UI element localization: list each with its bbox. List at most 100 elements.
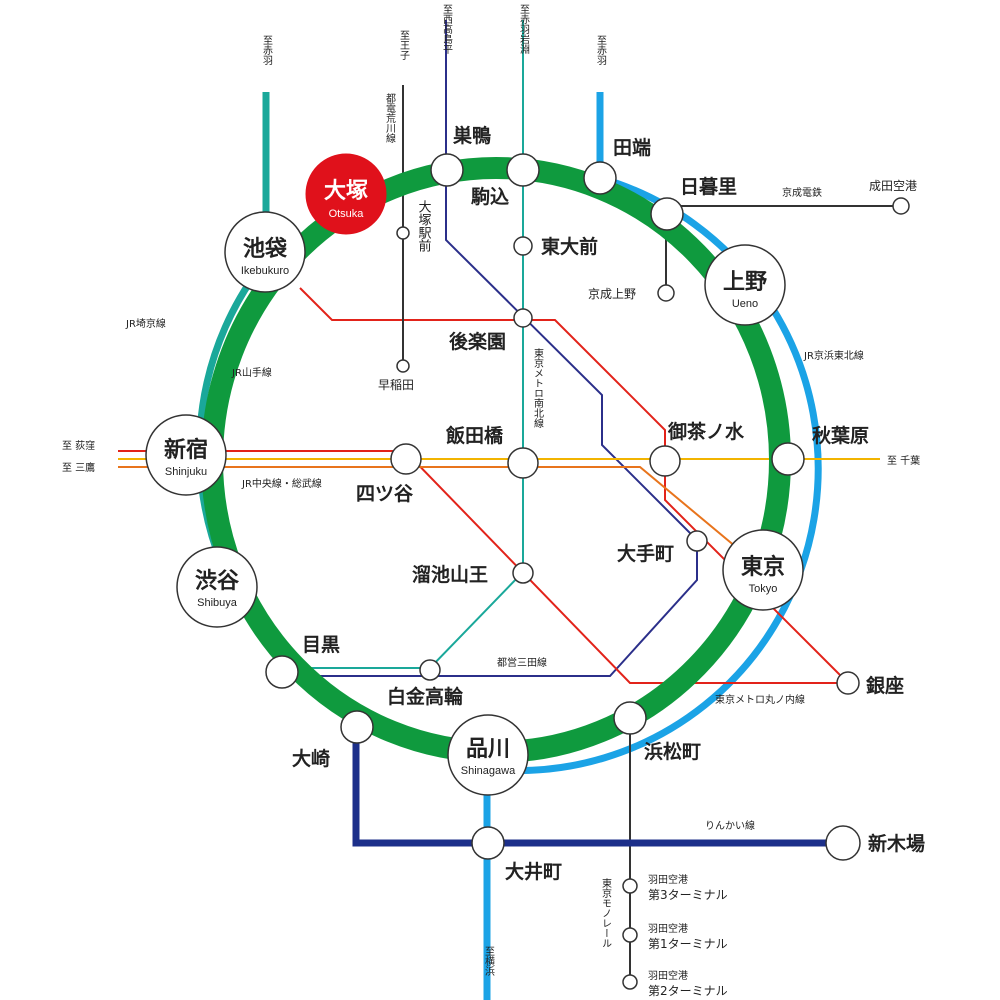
station-ginza-marker[interactable] [836,671,860,695]
label-meguro: 目黒 [302,634,340,656]
station-shinkiba-marker[interactable] [825,825,861,861]
label-yotsuya: 四ツ谷 [356,483,414,505]
hub-shinagawa-jp: 品川 [466,737,510,762]
dest-akabane-keihin: 至赤羽 [595,35,607,65]
mita-line [282,20,698,677]
label-oimachi: 大井町 [505,860,562,883]
hub-ikebukuro-en: Ikebukuro [241,265,289,277]
station-otsukaekimae-marker[interactable] [396,226,410,240]
label-haneda3-a: 羽田空港 [648,873,688,886]
label-ochanomizu: 御茶ノ水 [667,420,745,443]
label-mita-line: 都営三田線 [497,656,547,669]
station-tabata-marker[interactable] [583,161,617,195]
station-haneda3-marker[interactable] [622,878,638,894]
label-hamamatsucho: 浜松町 [644,740,701,763]
hub-tokyo-en: Tokyo [749,583,778,595]
hub-ueno-jp: 上野 [723,270,767,295]
station-oimachi-marker[interactable] [471,826,505,860]
station-keiseiueno-marker[interactable] [657,284,675,302]
station-korakuen-marker[interactable] [513,308,533,328]
label-shirokane: 白金高輪 [387,685,464,708]
label-haneda1-b: 第1ターミナル [648,937,728,951]
label-ginza: 銀座 [866,674,904,697]
dest-yokohama: 至横浜 [483,946,495,977]
label-haneda2-b: 第2ターミナル [648,984,728,998]
label-tabata: 田端 [613,136,651,159]
label-akihabara: 秋葉原 [812,424,869,447]
hub-ueno[interactable] [704,244,786,326]
station-meguro-marker[interactable] [265,655,299,689]
station-todaimae-marker[interactable] [513,236,533,256]
label-rinkai-line: りんかい線 [705,819,755,832]
label-saikyo-line: JR埼京線 [125,317,166,330]
station-iidabashi-marker[interactable] [507,447,539,479]
hub-shibuya-jp: 渋谷 [195,568,240,594]
hub-ikebukuro-jp: 池袋 [243,236,288,262]
station-haneda1-marker[interactable] [622,927,638,943]
label-waseda: 早稲田 [378,378,414,392]
label-marunouchi-line: 東京メトロ丸ノ内線 [715,693,805,706]
keihin-tohoku-line [483,92,822,1000]
label-chiba: 至 千葉 [887,454,920,467]
station-waseda-marker[interactable] [396,359,410,373]
station-yotsuya-marker[interactable] [390,443,422,475]
station-osaki-marker[interactable] [340,710,374,744]
hub-shibuya[interactable] [176,546,258,628]
dest-akabane-saikyo: 至赤羽 [261,35,273,65]
dest-oji: 至王子 [398,30,410,60]
label-korakuen: 後楽園 [449,330,506,353]
namboku-line [290,20,524,669]
label-namboku-line: 東京メトロ南北線 [532,347,544,428]
label-keisei-line: 京成電鉄 [782,186,822,199]
station-hamamatsucho-marker[interactable] [613,701,647,735]
hub-shinjuku-en: Shinjuku [165,466,207,478]
hub-shinagawa[interactable] [447,714,529,796]
label-chuo-sobu-line: JR中央線・総武線 [241,477,322,490]
label-ogikubo: 至 荻窪 [62,439,95,452]
hub-otsuka-en: Otsuka [329,208,365,220]
chuo-rapid-line [118,466,761,568]
hub-otsuka[interactable] [305,153,387,235]
label-nippori: 日暮里 [680,176,737,198]
label-keihin-line: JR京浜東北線 [803,349,864,362]
label-todaimae: 東大前 [541,235,598,258]
station-nippori-marker[interactable] [650,197,684,231]
label-haneda2-a: 羽田空港 [648,969,688,982]
label-narita: 成田空港 [869,179,917,193]
label-mitaka: 至 三鷹 [62,461,95,474]
station-shirokane-marker[interactable] [419,659,441,681]
dest-akabane-iwabuchi: 至赤羽岩淵 [518,4,530,55]
hub-shinjuku-jp: 新宿 [164,437,208,463]
label-tameike: 溜池山王 [412,563,488,586]
label-keisei-ueno: 京成上野 [588,287,636,301]
station-komagome-marker[interactable] [506,153,540,187]
label-yamanote-line: JR山手線 [231,366,272,379]
station-otemachi-marker[interactable] [686,530,708,552]
label-haneda1-a: 羽田空港 [648,922,688,935]
hub-tokyo[interactable] [722,529,804,611]
hub-tokyo-jp: 東京 [741,554,785,580]
label-monorail-line: 東京モノレール [600,877,612,948]
label-otemachi: 大手町 [617,542,674,565]
dest-nishitakashimadaira: 至西高島平 [441,4,453,55]
label-haneda3-b: 第3ターミナル [648,888,728,902]
station-tameike-marker[interactable] [512,562,534,584]
hub-ueno-en: Ueno [732,298,758,310]
label-komagome: 駒込 [471,185,509,208]
hub-shinagawa-en: Shinagawa [461,765,516,777]
station-narita-marker[interactable] [892,197,910,215]
station-ochanomizu-marker[interactable] [649,445,681,477]
station-akihabara-marker[interactable] [771,442,805,476]
hub-ikebukuro[interactable] [224,211,306,293]
label-arakawa-line: 都電荒川線 [384,93,396,143]
label-sugamo: 巣鴨 [452,124,491,147]
hub-shibuya-en: Shibuya [197,597,238,609]
label-otsuka-ekimae: 大塚駅前 [416,200,432,252]
label-osaki: 大崎 [292,747,330,770]
station-haneda2-marker[interactable] [622,974,638,990]
rinkai-line [352,727,843,847]
hub-otsuka-jp: 大塚 [324,179,368,204]
station-sugamo-marker[interactable] [430,153,464,187]
hub-shinjuku[interactable] [145,414,227,496]
